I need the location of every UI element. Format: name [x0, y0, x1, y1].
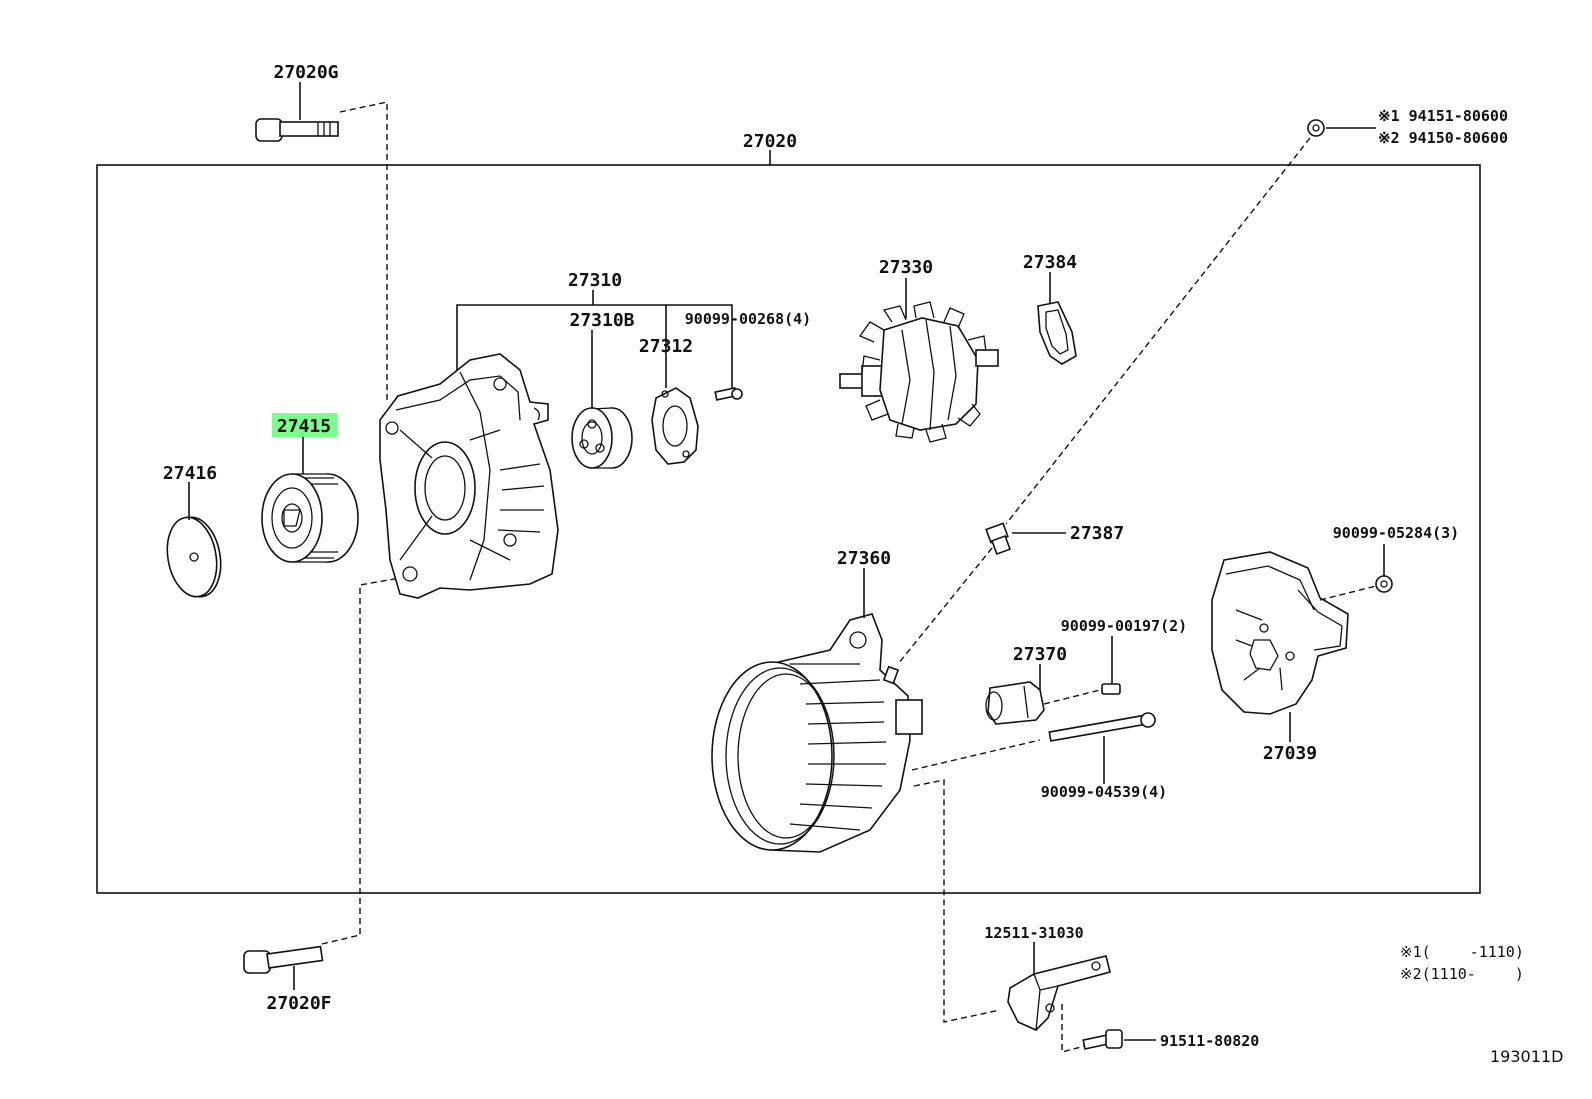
brush-holder-27370[interactable]	[985, 681, 1045, 725]
label-27020g[interactable]: 27020G	[273, 62, 338, 83]
label-27330[interactable]: 27330	[879, 257, 933, 278]
label-27360[interactable]: 27360	[837, 548, 891, 569]
bearing-27310b[interactable]	[571, 407, 633, 469]
retainer-plate-27312[interactable]	[651, 387, 699, 465]
label-90099-05284[interactable]: 90099-05284(3)	[1333, 524, 1459, 542]
screw-90099-00268[interactable]	[714, 386, 743, 401]
label-12511-31030[interactable]: 12511-31030	[984, 924, 1083, 942]
screw-90099-00197[interactable]	[1101, 683, 1121, 695]
bolt-27020g[interactable]	[255, 118, 339, 142]
label-94151-80600[interactable]: ※1 94151-80600	[1378, 107, 1508, 125]
assembly-label: 27020	[743, 131, 797, 152]
assembly-frame	[96, 164, 1481, 894]
label-27312[interactable]: 27312	[639, 336, 693, 357]
bracket-12511-31030[interactable]	[1007, 955, 1111, 1031]
terminal-insulator-27387[interactable]	[985, 522, 1011, 555]
label-90099-00197[interactable]: 90099-00197(2)	[1061, 617, 1187, 635]
label-27415[interactable]: 27415	[277, 416, 331, 437]
label-27387[interactable]: 27387	[1070, 523, 1124, 544]
drive-end-frame-27310[interactable]	[379, 353, 559, 599]
label-27020f[interactable]: 27020F	[266, 993, 331, 1014]
label-27310[interactable]: 27310	[568, 270, 622, 291]
note-2: ※2(1110- )	[1400, 965, 1524, 983]
rectifier-end-frame-27360[interactable]	[711, 613, 923, 853]
pulley-27415[interactable]	[261, 473, 359, 563]
highlight-27415	[272, 413, 337, 437]
note-1: ※1( -1110)	[1400, 943, 1524, 961]
cap-27416[interactable]	[161, 513, 226, 600]
label-27310b[interactable]: 27310B	[569, 310, 634, 331]
label-90099-04539[interactable]: 90099-04539(4)	[1041, 783, 1167, 801]
label-27384[interactable]: 27384	[1023, 252, 1077, 273]
through-bolt-90099-04539[interactable]	[1048, 712, 1156, 742]
label-27416[interactable]: 27416	[163, 463, 217, 484]
label-27370[interactable]: 27370	[1013, 644, 1067, 665]
label-91511-80820[interactable]: 91511-80820	[1160, 1032, 1259, 1050]
rear-cover-27039[interactable]	[1211, 551, 1349, 715]
nut-90099-05284[interactable]	[1375, 575, 1393, 593]
insulator-27384[interactable]	[1037, 301, 1077, 365]
bolt-27020f[interactable]	[243, 945, 324, 974]
rotor-27330[interactable]	[839, 301, 999, 443]
label-94150-80600[interactable]: ※2 94150-80600	[1378, 129, 1508, 147]
label-90099-00268[interactable]: 90099-00268(4)	[685, 310, 811, 328]
label-27039[interactable]: 27039	[1263, 743, 1317, 764]
bolt-91511-80820[interactable]	[1082, 1029, 1123, 1050]
reference-code: 193011D	[1490, 1047, 1563, 1066]
nut-94151-94150[interactable]	[1307, 119, 1325, 137]
